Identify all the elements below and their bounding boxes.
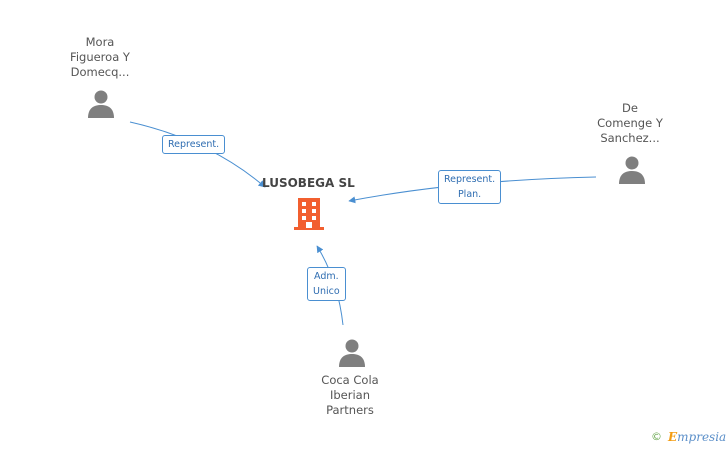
person-icon[interactable] — [86, 89, 116, 119]
edge-label-line: Plan. — [457, 189, 482, 200]
node-coca-label: Coca Cola Iberian Partners — [290, 373, 410, 418]
node-comenge-line-2: Comenge Y — [597, 116, 663, 130]
edge-label-represent[interactable]: Represent. — [162, 135, 226, 154]
company-name[interactable]: LUSOBEGA SL — [262, 176, 355, 190]
node-comenge-line-1: De — [622, 101, 638, 115]
node-mora-label: Mora Figueroa Y Domecq... — [40, 35, 160, 80]
node-coca-line-2: Iberian — [329, 388, 371, 402]
node-mora-line-1: Mora — [85, 35, 115, 49]
edge-label-line: Adm. — [314, 271, 339, 282]
person-icon[interactable] — [337, 338, 367, 368]
node-mora-line-3: Domecq... — [70, 65, 130, 79]
brand-rest: mpresia — [677, 430, 727, 444]
person-icon[interactable] — [617, 155, 647, 185]
edge-label-line: Represent. — [168, 139, 220, 150]
node-mora-line-2: Figueroa Y — [70, 50, 130, 64]
edge-label-line: Unico — [313, 286, 340, 297]
brand-initial: E — [668, 430, 678, 444]
node-coca-line-1: Coca Cola — [321, 373, 379, 387]
edge-label-line: Represent. — [444, 174, 496, 185]
node-coca-line-3: Partners — [326, 403, 374, 417]
building-icon[interactable] — [293, 197, 325, 231]
edge-line-mora — [129, 121, 266, 188]
edge-label-represent-plan[interactable]: Represent. Plan. — [438, 170, 502, 204]
node-comenge-line-3: Sanchez... — [600, 131, 660, 145]
copyright-symbol: © — [651, 430, 662, 443]
edge-label-adm-unico[interactable]: Adm. Unico — [307, 267, 346, 301]
empresia-logo[interactable]: Empresia — [668, 430, 726, 444]
node-comenge-label: De Comenge Y Sanchez... — [570, 101, 690, 146]
